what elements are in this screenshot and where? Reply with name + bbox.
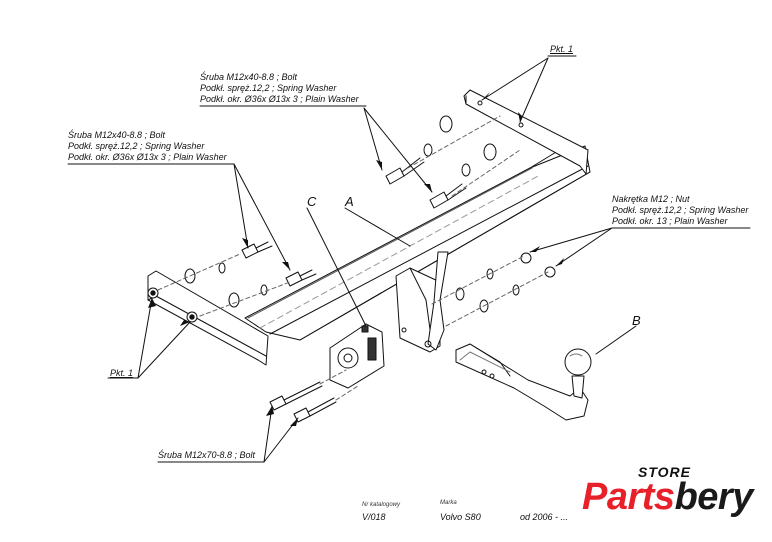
top-bolt-label-2: Podkł. spręż.12,2 ; Spring Washer [200, 83, 337, 93]
arrowheads [148, 92, 564, 426]
right-bracket [463, 89, 589, 175]
socket-plate [329, 323, 385, 389]
leader-lines [67, 55, 751, 463]
left-bolt-label-1: Śruba M12x40-8.8 ; Bolt [68, 130, 166, 140]
catalog-value: V/018 [362, 512, 386, 522]
catalog-label: Nr katalogowy [362, 502, 401, 508]
part-letter-a: A [345, 194, 354, 209]
pkt1-top-label: Pkt. 1 [550, 44, 574, 54]
left-bolt-label-3: Podkł. okr. Ø36x Ø13x 3 ; Plain Washer [68, 152, 227, 162]
nut-label-2: Podkł. spręż.12,2 ; Spring Washer [612, 205, 749, 215]
left-bolt-label-2: Podkł. spręż.12,2 ; Spring Washer [68, 141, 205, 151]
part-letter-c: C [307, 194, 317, 209]
top-bolt-label-3: Podkł. okr. Ø36x Ø13x 3 ; Plain Washer [200, 94, 359, 104]
nut-label-1: Nakrętka M12 ; Nut [612, 194, 690, 204]
top-bolt-label-1: Śruba M12x40-8.8 ; Bolt [200, 72, 298, 82]
bottom-bolts [269, 369, 359, 423]
logo-brand-red: Parts [582, 476, 675, 518]
left-bolts [157, 241, 317, 317]
pkt1-left-label: Pkt. 1 [110, 368, 134, 378]
nut-label-3: Podkł. okr. 13 ; Plain Washer [612, 216, 728, 226]
bottom-bolt-label: Śruba M12x70-8.8 ; Bolt [158, 450, 256, 460]
brand-value: Volvo S80 [440, 512, 481, 522]
ball-mount [455, 343, 592, 421]
left-bracket [147, 270, 269, 366]
nut-group [431, 252, 556, 327]
top-bolts [385, 115, 521, 209]
date-value: od 2006 - ... [520, 512, 569, 522]
brand-label: Marka [440, 500, 457, 506]
logo-brand-dark: bery [674, 476, 754, 518]
logo-store-text: STORE [638, 464, 691, 480]
part-letter-b: B [632, 313, 641, 328]
partsbery-logo: Partsbery [582, 476, 753, 519]
